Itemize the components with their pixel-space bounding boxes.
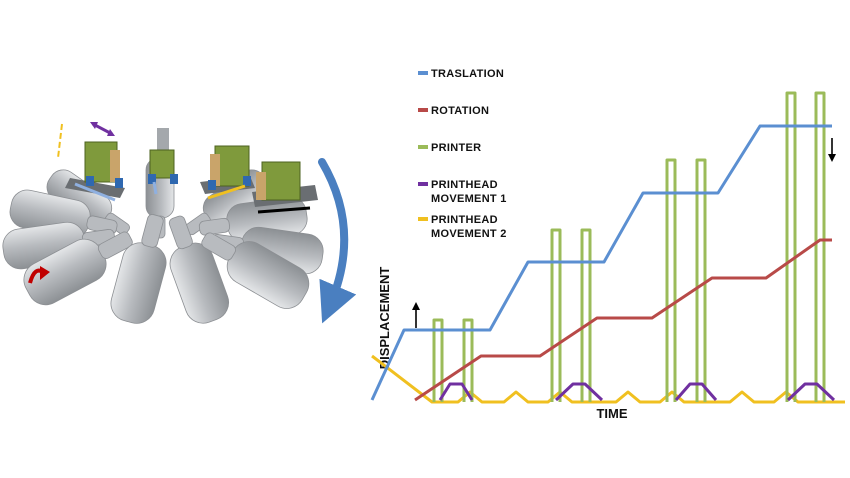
printhead-center [148, 128, 178, 195]
series-printhead1-bump-3 [674, 382, 718, 401]
legend-label-printer: PRINTER [431, 142, 481, 154]
series-printer-pulse-1 [432, 318, 444, 402]
series-printhead1-bump-1 [438, 382, 474, 401]
legend-label-rotation: ROTATION [431, 105, 489, 117]
series-printer-pulse-4 [580, 228, 592, 402]
series-rotation-trace [414, 238, 832, 402]
printhead-right [200, 145, 255, 200]
series-translation-trace [370, 124, 832, 401]
rotation-direction-arrow [318, 158, 357, 324]
machine-illustration [2, 122, 357, 324]
rotation-icon [28, 266, 50, 284]
printhead-movement-2-marker [57, 123, 63, 159]
bottle-front-center-right [168, 215, 229, 324]
bottle-right-upper [198, 196, 308, 243]
series-printer-pulse-7 [785, 91, 797, 402]
printhead-movement-1-arrow [90, 122, 115, 136]
series-printhead1-bump-4 [786, 382, 836, 402]
printhead-left [65, 141, 125, 202]
series-layer [370, 91, 845, 404]
legend-label-translation: TRASLATION [431, 68, 504, 80]
series-printer-pulse-8 [814, 91, 826, 402]
x-axis-label: TIME [596, 406, 627, 421]
bottle-front-center-left [110, 214, 167, 324]
y-axis-label: DISPLACEMENT [377, 267, 392, 370]
bottle-front-right [201, 232, 310, 309]
series-printhead2-trace [371, 354, 845, 404]
bottle-front-left [23, 231, 133, 306]
series-printer-pulse-6 [695, 158, 707, 402]
printhead-far-right [252, 161, 318, 214]
series-printhead1-bump-2 [554, 382, 604, 402]
series-printer-pulse-5 [665, 158, 677, 402]
series-printer-pulse-3 [550, 228, 562, 402]
